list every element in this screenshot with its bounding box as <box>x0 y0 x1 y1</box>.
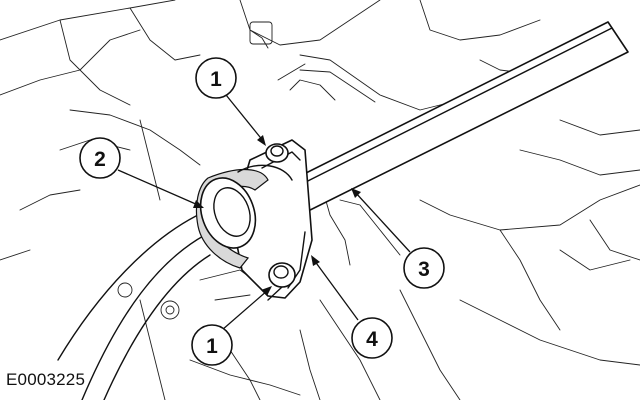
callout-3-label: 3 <box>418 258 430 281</box>
callout-1-top-label: 1 <box>210 68 222 91</box>
callout-leaders <box>117 89 411 331</box>
bracket-bolt-top <box>265 143 289 163</box>
callout-3: 3 <box>403 247 445 289</box>
stabilizer-bar-bushing <box>195 164 293 269</box>
figure-code: E0003225 <box>6 370 86 389</box>
bracket-bolt-bottom <box>267 262 296 301</box>
callout-2: 2 <box>79 137 121 179</box>
callout-1-top: 1 <box>195 57 237 99</box>
callout-4: 4 <box>351 317 393 359</box>
callout-1-bottom: 1 <box>191 324 233 366</box>
stabilizer-bar <box>57 21 629 400</box>
callout-4-label: 4 <box>366 328 378 351</box>
callout-2-label: 2 <box>94 148 106 171</box>
callout-1-bottom-label: 1 <box>206 335 218 358</box>
